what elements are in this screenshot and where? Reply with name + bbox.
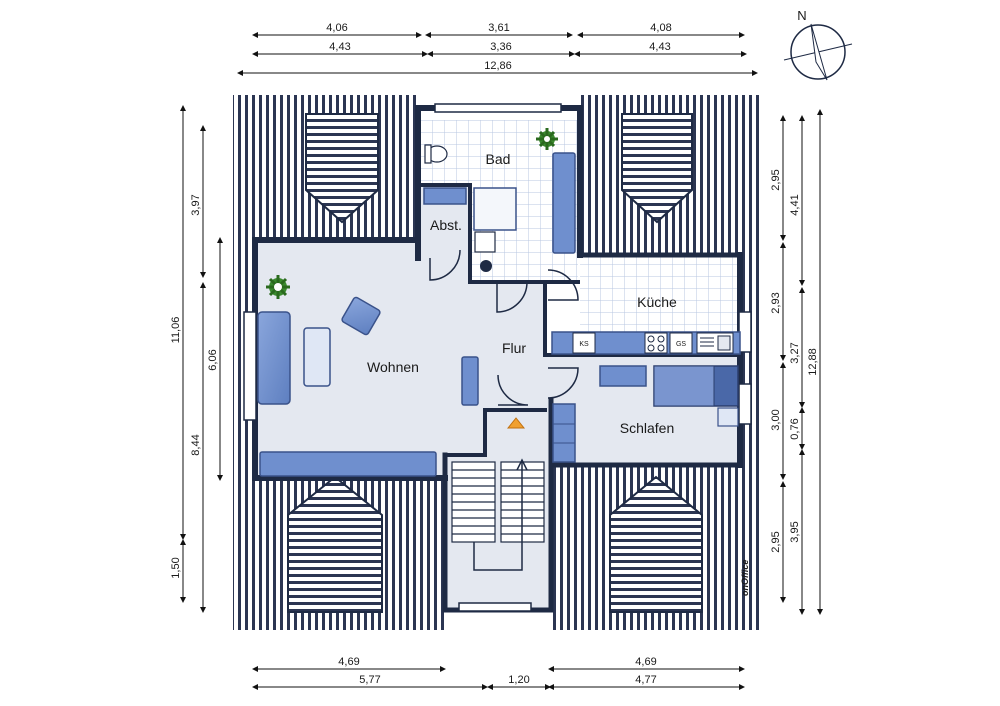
dim-bottom-1: 4,69 (338, 656, 359, 668)
dim-top-3: 4,08 (650, 22, 671, 34)
dim-bottom-4: 1,20 (508, 674, 529, 686)
dim-right-3: 2,93 (770, 292, 782, 313)
dim-right-6: 3,00 (770, 409, 782, 430)
dim-top-total: 12,86 (484, 60, 512, 72)
room-label-flur: Flur (502, 340, 526, 356)
dim-right-9: 3,95 (789, 521, 801, 542)
dim-left-2: 3,97 (190, 194, 202, 215)
dishwasher-label: GS (676, 341, 686, 348)
compass-north-label: N (797, 8, 806, 23)
room-label-kueche: Küche (637, 294, 677, 310)
fridge-label: KS (579, 341, 589, 348)
dim-top-2: 3,61 (488, 22, 509, 34)
windows (243, 103, 752, 612)
doors (429, 249, 579, 406)
dim-left-5: 1,50 (170, 557, 182, 578)
room-label-schlafen: Schlafen (620, 420, 674, 436)
dim-bottom-3: 5,77 (359, 674, 380, 686)
dim-right-1: 2,95 (770, 169, 782, 190)
dim-top-5: 3,36 (490, 41, 511, 53)
dim-top-4: 4,43 (329, 41, 350, 53)
dim-right-4: 3,27 (789, 342, 801, 363)
dimension-labels: 4,06 3,61 4,08 4,43 3,36 4,43 12,86 11,0… (170, 22, 819, 686)
dim-right-7: 0,76 (789, 418, 801, 439)
dim-right-8: 2,95 (770, 531, 782, 552)
north-arrow-marker-icon (506, 417, 526, 429)
room-label-bad: Bad (486, 151, 511, 167)
plant-icon (266, 128, 558, 299)
dim-right-2: 4,41 (789, 194, 801, 215)
brand-logo: onOffice (740, 560, 750, 596)
dim-left-1: 11,06 (170, 317, 182, 344)
staircase (451, 458, 545, 571)
dim-left-4: 8,44 (190, 434, 202, 455)
dormers (287, 113, 703, 613)
compass-icon (783, 23, 853, 81)
furniture (257, 144, 741, 477)
dim-bottom-2: 4,69 (635, 656, 656, 668)
dim-left-3: 6,06 (207, 349, 219, 370)
room-label-abst: Abst. (430, 217, 462, 233)
dim-top-1: 4,06 (326, 22, 347, 34)
dim-bottom-5: 4,77 (635, 674, 656, 686)
dim-right-5: 12,88 (807, 348, 819, 376)
dimension-lines (180, 32, 823, 690)
room-label-wohnen: Wohnen (367, 359, 419, 375)
dim-top-6: 4,43 (649, 41, 670, 53)
